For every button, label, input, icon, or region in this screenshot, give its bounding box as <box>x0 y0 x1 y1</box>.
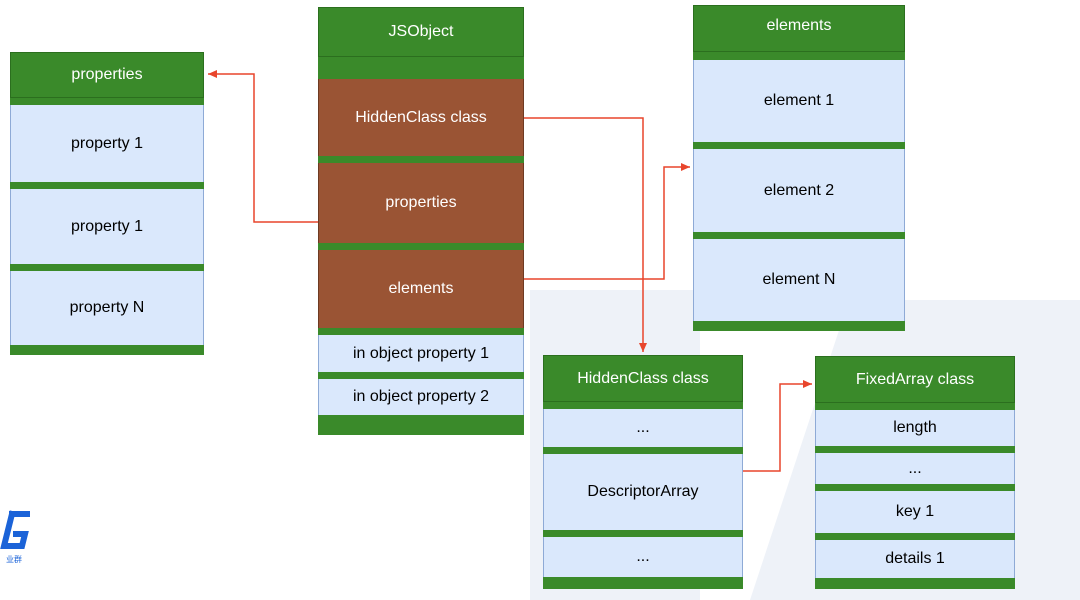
separator <box>815 533 1015 540</box>
hiddenclass-cell: ... <box>543 409 743 447</box>
fixedarray-cell: ... <box>815 453 1015 484</box>
separator <box>10 345 204 355</box>
elements-box: elements element 1 element 2 element N <box>693 5 905 331</box>
separator <box>693 232 905 239</box>
inobject-property-cell: in object property 1 <box>318 335 524 372</box>
fixedarray-cell: key 1 <box>815 491 1015 533</box>
elements-slot: elements <box>318 250 524 328</box>
jsobject-box: JSObject HiddenClass class properties el… <box>318 7 524 435</box>
separator <box>693 142 905 149</box>
properties-box-title: properties <box>10 52 204 98</box>
arrow-properties <box>208 70 318 223</box>
hiddenclass-box: HiddenClass class ... DescriptorArray ..… <box>543 355 743 589</box>
separator <box>318 57 524 79</box>
separator <box>10 98 204 105</box>
separator <box>318 415 524 435</box>
property-cell: property N <box>10 271 204 345</box>
logo-icon: 业群 <box>0 510 30 564</box>
properties-slot: properties <box>318 163 524 243</box>
elements-box-title: elements <box>693 5 905 52</box>
separator <box>815 446 1015 453</box>
element-cell: element 1 <box>693 60 905 142</box>
hiddenclass-slot: HiddenClass class <box>318 79 524 156</box>
separator <box>543 402 743 409</box>
fixedarray-box: FixedArray class length ... key 1 detail… <box>815 356 1015 589</box>
element-cell: element 2 <box>693 149 905 232</box>
fixedarray-box-title: FixedArray class <box>815 356 1015 403</box>
separator <box>815 484 1015 491</box>
separator <box>815 578 1015 589</box>
separator <box>815 403 1015 410</box>
element-cell: element N <box>693 239 905 321</box>
fixedarray-cell: details 1 <box>815 540 1015 578</box>
separator <box>10 264 204 271</box>
separator <box>543 577 743 589</box>
hiddenclass-box-title: HiddenClass class <box>543 355 743 402</box>
inobject-property-cell: in object property 2 <box>318 379 524 415</box>
property-cell: property 1 <box>10 105 204 182</box>
separator <box>10 182 204 189</box>
arrow-elements <box>524 163 690 280</box>
descriptor-array-cell: DescriptorArray <box>543 454 743 530</box>
properties-box: properties property 1 property 1 propert… <box>10 52 204 355</box>
property-cell: property 1 <box>10 189 204 264</box>
svg-text:业群: 业群 <box>6 554 22 564</box>
separator <box>543 530 743 537</box>
arrow-hiddenclass <box>524 117 647 352</box>
separator <box>693 321 905 331</box>
separator <box>318 156 524 163</box>
hiddenclass-cell: ... <box>543 537 743 577</box>
separator <box>318 372 524 379</box>
separator <box>318 328 524 335</box>
jsobject-title: JSObject <box>318 7 524 57</box>
arrow-descriptor-array <box>743 380 812 472</box>
separator <box>543 447 743 454</box>
separator <box>693 52 905 60</box>
separator <box>318 243 524 250</box>
fixedarray-cell: length <box>815 410 1015 446</box>
